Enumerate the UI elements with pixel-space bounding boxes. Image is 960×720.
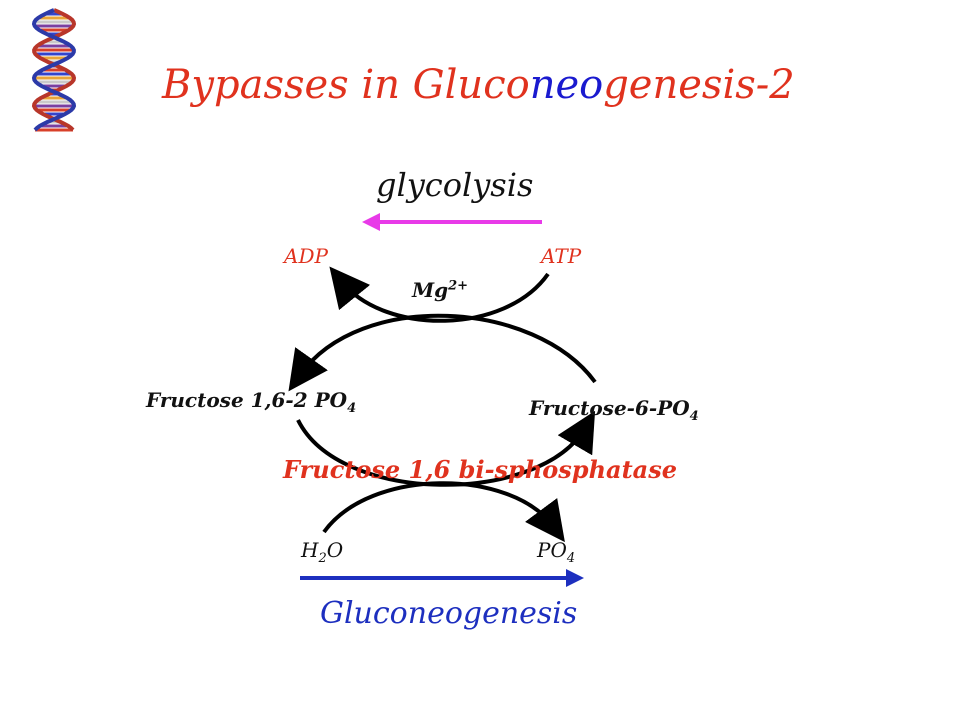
mg-charge: 2+ [448,278,469,294]
gluconeogenesis-label: Gluconeogenesis [320,596,578,631]
glycolysis-label: glycolysis [376,166,534,204]
po4-text: PO [537,538,567,562]
h2o-subscript: 2 [318,551,327,566]
fructose16-subscript: 4 [347,401,357,416]
glycolysis-arrow [362,213,542,231]
enzyme-label: Fructose 1,6 bi-sphosphatase [283,455,677,484]
h2o-o: O [326,538,344,562]
title-part-neo: neo [529,62,604,108]
mg-symbol: Mg [412,278,449,302]
fructose-16-bisphosphate-label: Fructose 1,6-2 PO4 [146,388,356,416]
fructose6p-subscript: 4 [689,409,699,424]
phosphate-label: PO4 [537,538,575,566]
atp-adp-arc [329,266,550,323]
atp-label: ATP [541,244,582,268]
po4-subscript: 4 [566,551,576,566]
dna-backbone-strand [31,8,77,132]
dna-helix-icon [31,8,77,132]
fructose-6-phosphate-label: Fructose-6-PO4 [529,396,699,424]
gluconeogenesis-arrow [300,569,584,587]
upper-reaction-arc [288,313,597,392]
water-phosphate-arc [322,481,565,543]
dna-backbone-strand [31,8,77,132]
title-part-3: genesis-2 [603,62,795,108]
page-title: Bypasses in Gluconeogenesis-2 [162,62,795,108]
water-label: H2O [301,538,343,566]
fructose6p-text: Fructose-6-PO [529,396,690,420]
magnesium-cofactor: Mg2+ [412,278,468,302]
adp-label: ADP [284,244,328,268]
title-part-1: Bypasses in Gluco [162,62,530,108]
h2o-h: H [301,538,319,562]
fructose16-text: Fructose 1,6-2 PO [146,388,348,412]
